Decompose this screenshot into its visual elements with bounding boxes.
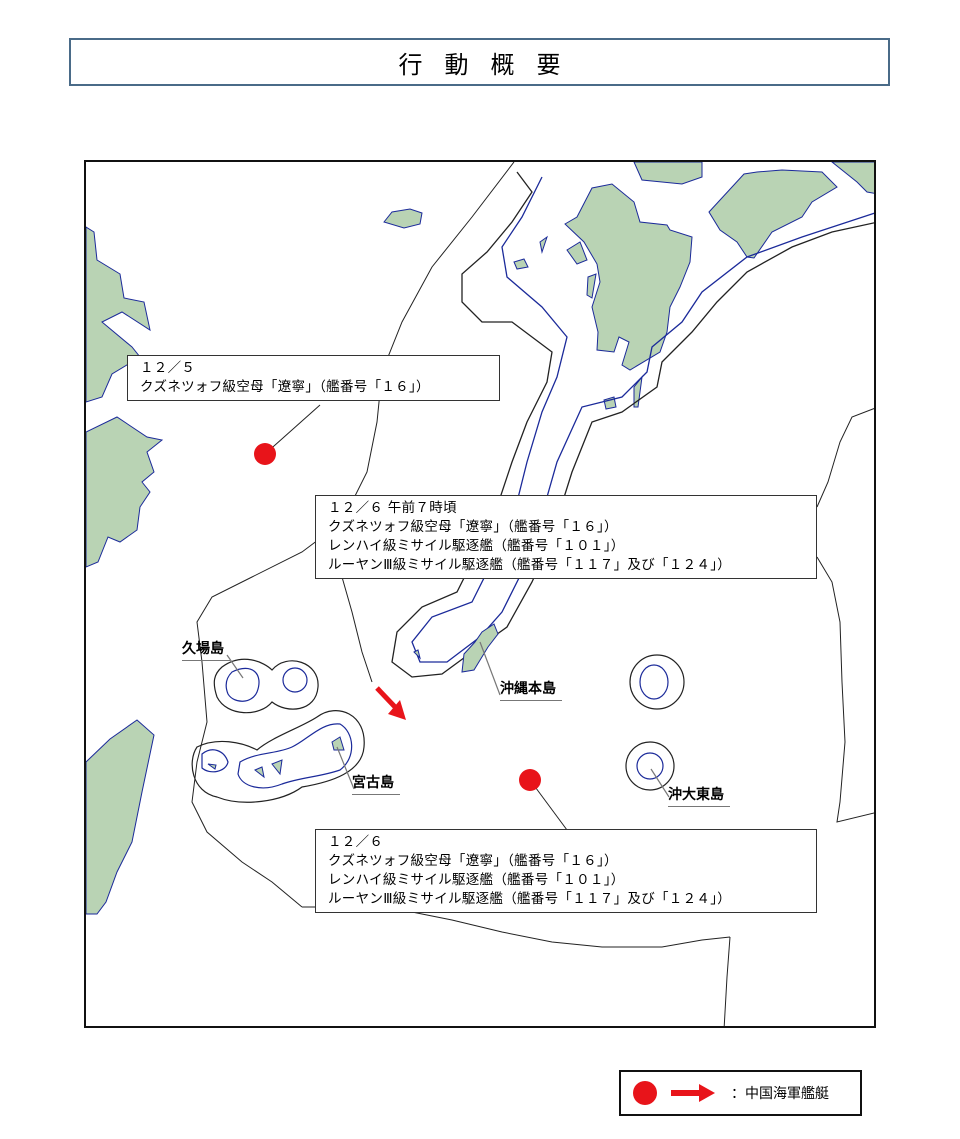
land-miyako bbox=[331, 736, 345, 751]
ship-marker-dec6[interactable] bbox=[519, 769, 541, 791]
contour-miyako-outer bbox=[191, 710, 365, 803]
boundary-line-east bbox=[723, 936, 731, 1026]
map-frame: １２／５ クズネツォフ級空母「遼寧」（艦番号「１６」） １２／６ 午前７時頃 ク… bbox=[84, 160, 876, 1028]
land-taiwan bbox=[86, 719, 155, 915]
callout-date: １２／５ bbox=[140, 360, 196, 376]
map-svg bbox=[86, 162, 874, 1026]
ship-marker-dec5[interactable] bbox=[254, 443, 276, 465]
islet bbox=[586, 273, 597, 299]
islet bbox=[566, 241, 588, 265]
leader-line bbox=[479, 641, 501, 696]
callout-date: １２／６ 午前７時頃 bbox=[328, 500, 457, 516]
contour-okidaito-inner bbox=[636, 752, 664, 780]
boundary-line-west bbox=[191, 162, 515, 908]
place-label-kuba: 久場島 bbox=[182, 638, 230, 661]
leader-line bbox=[264, 404, 321, 455]
land-honshu bbox=[633, 162, 703, 185]
contour-ryukyu-outer bbox=[391, 171, 874, 678]
callout-dec5: １２／５ クズネツォフ級空母「遼寧」（艦番号「１６」） bbox=[127, 355, 500, 401]
ship-direction-arrow-icon bbox=[375, 686, 406, 720]
title-box: 行動概要 bbox=[69, 38, 890, 86]
callout-ship: ルーヤンⅢ級ミサイル駆逐艦（艦番号「１１７」及び「１２４」） bbox=[328, 557, 732, 573]
boundary-line-east-upper bbox=[816, 408, 874, 508]
callout-ship: クズネツォフ級空母「遼寧」（艦番号「１６」） bbox=[140, 379, 430, 395]
callout-ship: レンハイ級ミサイル駆逐艦（艦番号「１０１」） bbox=[328, 538, 625, 554]
leader-line bbox=[650, 768, 670, 798]
land-okinawa bbox=[461, 623, 499, 673]
islet bbox=[413, 649, 421, 660]
callout-date: １２／６ bbox=[328, 834, 384, 850]
red-arrow-icon bbox=[671, 1084, 715, 1102]
islet bbox=[603, 396, 617, 410]
contour-minamidaito-inner bbox=[639, 664, 669, 700]
boundary-line-south bbox=[302, 906, 731, 948]
land-jeju bbox=[383, 208, 423, 229]
contour-okidaito-outer bbox=[625, 741, 675, 791]
islet bbox=[271, 759, 283, 776]
leader-line bbox=[336, 746, 355, 790]
legend-label: ：中国海軍艦艇 bbox=[731, 1086, 829, 1102]
land-china-south bbox=[86, 416, 164, 568]
place-label-miyako: 宮古島 bbox=[352, 772, 400, 795]
callout-ship: ルーヤンⅢ級ミサイル駆逐艦（艦番号「１１７」及び「１２４」） bbox=[328, 891, 732, 907]
page-title: 行動概要 bbox=[398, 50, 583, 79]
callout-dec6-am7: １２／６ 午前７時頃 クズネツォフ級空母「遼寧」（艦番号「１６」） レンハイ級ミ… bbox=[315, 495, 817, 579]
contour-kuba-outer bbox=[213, 658, 319, 714]
contour-minamidaito-outer bbox=[629, 654, 685, 710]
islet bbox=[513, 258, 529, 270]
callout-dec6: １２／６ クズネツォフ級空母「遼寧」（艦番号「１６」） レンハイ級ミサイル駆逐艦… bbox=[315, 829, 817, 913]
islet bbox=[207, 763, 217, 770]
islet bbox=[254, 766, 265, 779]
callout-ship: レンハイ級ミサイル駆逐艦（艦番号「１０１」） bbox=[328, 872, 625, 888]
contour-miyako-inner bbox=[201, 723, 353, 789]
islet bbox=[539, 235, 548, 254]
callout-ship: クズネツォフ級空母「遼寧」（艦番号「１６」） bbox=[328, 519, 618, 535]
route-line bbox=[341, 576, 373, 683]
callout-ship: クズネツォフ級空母「遼寧」（艦番号「１６」） bbox=[328, 853, 618, 869]
contour-kuba-inner bbox=[225, 667, 260, 702]
place-label-okinawa: 沖縄本島 bbox=[500, 678, 562, 701]
leader-line bbox=[226, 654, 244, 679]
land-shikoku bbox=[708, 169, 838, 259]
red-dot-icon bbox=[633, 1081, 657, 1105]
contour-ryukyu-inner bbox=[411, 176, 874, 663]
legend: ：中国海軍艦艇 bbox=[619, 1070, 862, 1116]
boundary-line-east-lower bbox=[816, 556, 874, 823]
contour-kuba-east bbox=[282, 667, 308, 693]
place-label-okidaito: 沖大東島 bbox=[668, 784, 730, 807]
land-kyushu bbox=[564, 183, 693, 371]
land-honshu-east bbox=[831, 162, 874, 194]
